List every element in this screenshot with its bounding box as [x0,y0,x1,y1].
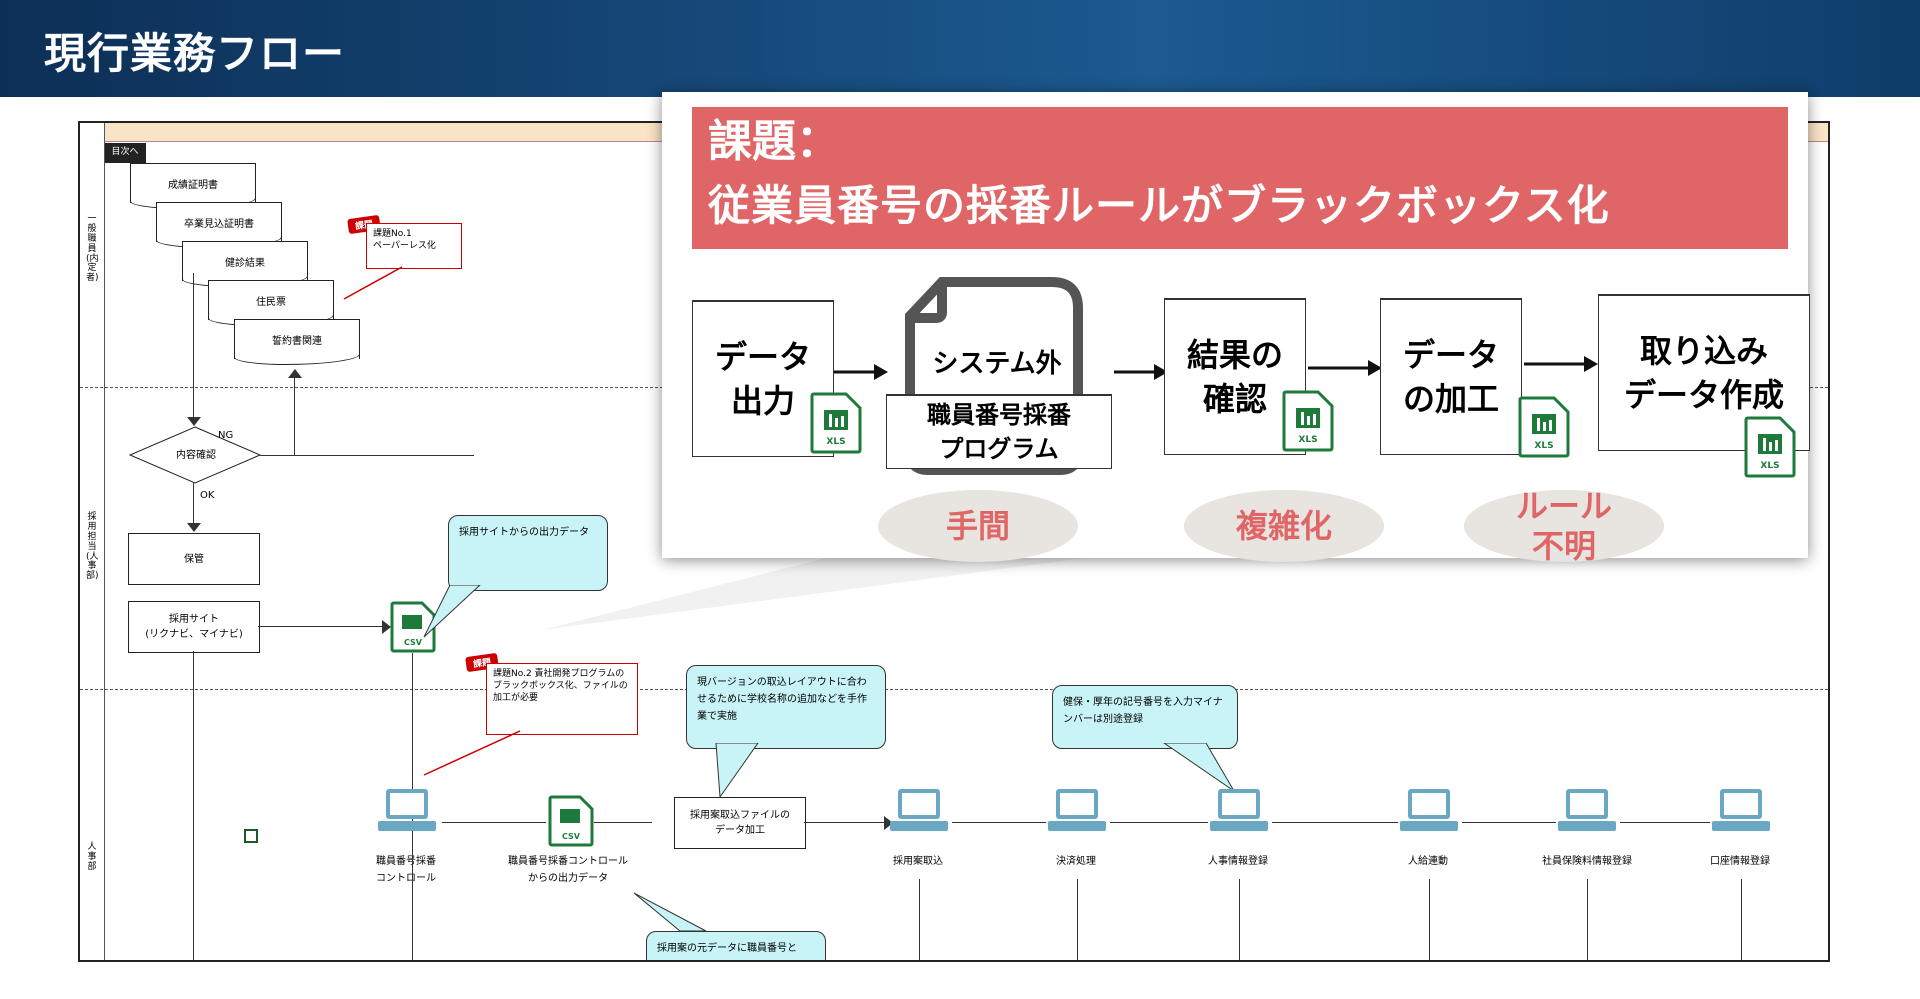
step-data-processing: データの加工 [1380,298,1522,455]
svg-text:XLS: XLS [1760,461,1779,471]
doc-pledge: 誓約書関連 [234,319,360,365]
node-label: 採用案取込 [893,856,943,867]
csv-file-icon: CSV [548,795,594,847]
banner-text: 従業員番号の採番ルールがブラックボックス化 [708,181,1610,230]
bubble-tail [423,585,481,638]
decision-diamond [128,426,262,484]
decision-label: 内容確認 [176,450,216,461]
flow-arrow [834,364,888,380]
svg-text:XLS: XLS [1298,435,1317,445]
tag-unclear-rule: ルール不明 [1464,487,1664,565]
ok-label: OK [200,490,215,501]
page-title: 現行業務フロー [44,29,346,78]
issue-pointer [343,266,403,300]
issue-note-2: 課題No.2 責社開発プログラムのブラックボックス化、ファイルの加工が必要 [486,663,638,735]
tag-complexity: 複雑化 [1184,490,1384,562]
lane-label-recruiting: 採用担当(人事部) [86,512,99,582]
site-label: 採用サイト [169,614,219,625]
doc-grade-certificate: 成績証明書 [130,163,256,209]
svg-text:XLS: XLS [1534,441,1553,451]
xls-file-icon: XLS [1282,390,1334,452]
doc-graduation-certificate: 卒業見込証明書 [156,202,282,248]
lane-divider [80,689,1828,690]
step-check-result: 結果の確認 [1164,298,1306,455]
data-processing-box: 採用案取込ファイルのデータ加工 [674,797,806,849]
flow-arrow [1524,356,1598,372]
xls-file-icon: XLS [1518,396,1570,458]
page-header: 現行業務フロー [0,0,1920,97]
bubble-tail [633,892,707,932]
svg-text:XLS: XLS [826,437,845,447]
storage-box: 保管 [128,533,260,585]
lane-label-employee: 一般職員(内定者) [86,214,99,284]
arrow-head [288,369,302,378]
note-bubble-insurance: 健保・厚年の記号番号を入力マイナンバーは別途登録 [1052,685,1238,749]
issue-callout-panel: 課題： 従業員番号の採番ルールがブラックボックス化 データ出力 XLS システム… [662,92,1810,565]
bubble-tail [715,743,759,799]
csv-file-icon: CSV [390,601,436,653]
laptop-icon [1558,789,1616,831]
node-label: 社員保険料情報登録 [1542,856,1632,867]
arrow-head [382,620,391,634]
bubble-tail [1163,743,1235,792]
banner-title: 課題： [708,116,840,167]
ng-label: NG [218,430,234,441]
lane-label-hr: 人事部 [87,842,97,872]
step-data-output: データ出力 [692,300,834,457]
issue-pointer [423,730,521,776]
laptop-icon [890,789,948,831]
toc-button[interactable]: 目次へ [104,143,146,163]
site-sublabel: (リクナビ、マイナビ) [145,629,243,640]
node-label: 人事情報登録 [1208,856,1268,867]
system-external-label: システム外 [932,349,1062,379]
flow-arrow [1114,364,1168,380]
issue-note-1: 課題No.1 ペーパーレス化 [366,223,462,269]
recruiting-site-box: 採用サイト (リクナビ、マイナビ) [128,601,260,653]
note-bubble-layout: 現バージョンの取込レイアウトに合わせるために学校名称の追加などを手作業で実施 [686,665,886,749]
doc-health-check: 健診結果 [182,241,308,287]
laptop-icon [1712,789,1770,831]
node-label: 口座情報登録 [1710,856,1770,867]
issue-banner: 課題： 従業員番号の採番ルールがブラックボックス化 [692,107,1788,249]
laptop-icon [1048,789,1106,831]
node-label: 人給連動 [1408,856,1448,867]
flow-arrow [1308,360,1382,376]
laptop-icon [1210,789,1268,831]
note-bubble-site-output: 採用サイトからの出力データ [448,515,608,591]
tag-effort: 手間 [878,490,1078,562]
note-bubble-source-data: 採用案の元データに職員番号と [646,931,826,960]
callout-pointer [542,552,1130,630]
small-square-marker[interactable] [244,829,258,843]
doc-residence-cert: 住民票 [208,280,334,326]
arrow-head [187,523,201,532]
node-label: 職員番号採番コントロールからの出力データ [508,856,628,884]
step-numbering-program: 職員番号採番プログラム [886,394,1112,469]
laptop-icon [378,789,436,831]
xls-file-icon: XLS [1744,416,1796,478]
laptop-icon [1400,789,1458,831]
arrow-head [187,417,201,426]
xls-file-icon: XLS [810,392,862,454]
csv-label: CSV [404,638,423,647]
svg-text:CSV: CSV [562,832,581,841]
node-label: 職員番号採番コントロール [376,856,436,884]
node-label: 決済処理 [1056,856,1096,867]
